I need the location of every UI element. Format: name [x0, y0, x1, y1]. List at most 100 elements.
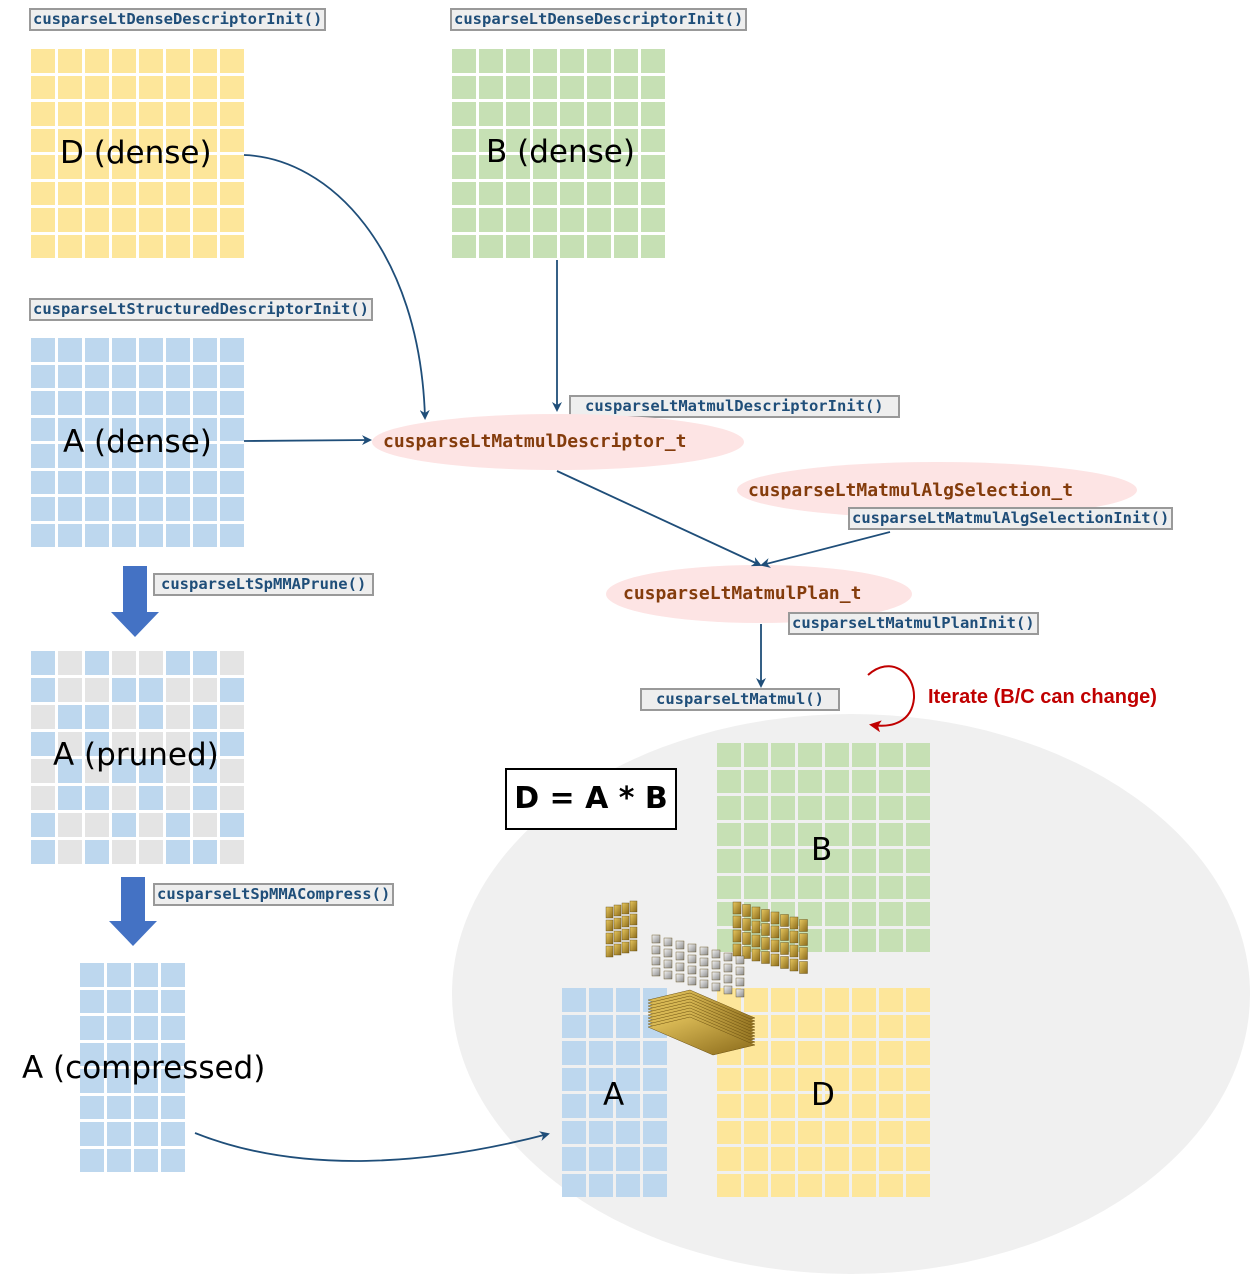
matrix-cell: [560, 128, 584, 152]
b-tile-cell: [742, 918, 751, 931]
matrix-cell: [744, 1041, 768, 1065]
matrix-cell: [220, 234, 244, 258]
b-tile-cell: [742, 946, 751, 959]
matrix-cell: [643, 1120, 667, 1144]
matrix-cell: [798, 875, 822, 899]
matrix-cell: [31, 651, 55, 675]
result-b-label: B: [811, 832, 833, 868]
matrix-cell: [31, 523, 55, 547]
matrix-cell: [139, 523, 163, 547]
matrix-cell: [220, 391, 244, 415]
matrix-cell: [562, 1067, 586, 1091]
matrix-cell: [906, 902, 930, 926]
matrix-cell: [852, 988, 876, 1012]
matrix-cell: [166, 391, 190, 415]
matrix-cell: [80, 1095, 104, 1119]
matrix-cell: [744, 743, 768, 767]
matrix-cell: [479, 128, 503, 152]
matrix-cell: [139, 840, 163, 864]
matrix-cell: [112, 444, 136, 468]
multiplier-cube: [699, 979, 709, 989]
matrix-cell: [193, 759, 217, 783]
matrix-cell: [452, 234, 476, 258]
b-tile-cell: [732, 929, 742, 943]
matrix-cell: [31, 444, 55, 468]
matrix-cell: [614, 49, 638, 73]
matrix-cell: [852, 928, 876, 952]
matrix-cell: [717, 822, 741, 846]
matrix-cell: [31, 705, 55, 729]
matrix-cell: [112, 391, 136, 415]
matrix-cell: [139, 155, 163, 179]
matrix-cell: [479, 208, 503, 232]
b-tile-cell: [789, 916, 799, 930]
alg-selection-init-label: cusparseLtMatmulAlgSelectionInit(): [848, 507, 1174, 530]
a-tile-cell: [613, 917, 622, 930]
matrix-cell: [717, 1094, 741, 1118]
matrix-cell: [166, 444, 190, 468]
matrix-cell: [166, 155, 190, 179]
matrix-cell: [452, 181, 476, 205]
matrix-cell: [139, 705, 163, 729]
matrix-cell: [744, 988, 768, 1012]
plan-type: cusparseLtMatmulPlan_t: [623, 583, 862, 604]
matrix-cell: [139, 364, 163, 388]
matrix-cell: [906, 1173, 930, 1197]
a-pruned-label: A (pruned): [53, 737, 219, 773]
multiplier-cube: [735, 966, 745, 976]
matrix-cell: [58, 128, 82, 152]
matrix-cell: [193, 786, 217, 810]
matrix-cell: [220, 208, 244, 232]
matrix-cell: [220, 732, 244, 756]
matrix-cell: [616, 1120, 640, 1144]
matrix-cell: [452, 155, 476, 179]
multiplier-cube: [711, 960, 721, 970]
matrix-cell: [220, 705, 244, 729]
matrix-cell: [798, 822, 822, 846]
matrix-cell: [134, 1095, 158, 1119]
matrix-cell: [166, 49, 190, 73]
matrix-cell: [906, 769, 930, 793]
a-compressed-label: A (compressed): [22, 1050, 266, 1086]
matrix-cell: [134, 1042, 158, 1066]
tensor-core-icon: [605, 900, 808, 1056]
matrix-cell: [614, 234, 638, 258]
matrix-cell: [31, 338, 55, 362]
multiplier-cube: [711, 949, 721, 959]
a-tile-cell: [629, 900, 638, 913]
b-tile-cell: [789, 958, 799, 972]
b-tile-cell: [761, 923, 770, 936]
matrix-cell: [193, 102, 217, 126]
matrix-cell: [589, 1120, 613, 1144]
matrix-cell: [852, 875, 876, 899]
matrix-cell: [31, 786, 55, 810]
matrix-cell: [643, 1147, 667, 1171]
matrix-cell: [58, 444, 82, 468]
matrix-cell: [744, 796, 768, 820]
matrix-cell: [31, 417, 55, 441]
matrix-cell: [798, 1014, 822, 1038]
matrix-cell: [107, 1016, 131, 1040]
matrix-cell: [717, 1173, 741, 1197]
matrix-cell: [587, 208, 611, 232]
matrix-cell: [85, 786, 109, 810]
matrix-cell: [744, 769, 768, 793]
matrix-cell: [798, 796, 822, 820]
matrix-cell: [852, 1120, 876, 1144]
matrix-cell: [744, 1067, 768, 1091]
prune-block-arrow: [111, 566, 159, 637]
matrix-cell: [641, 128, 665, 152]
matrix-cell: [906, 1120, 930, 1144]
matrix-cell: [85, 813, 109, 837]
matrix-cell: [587, 128, 611, 152]
matrix-cell: [643, 1173, 667, 1197]
arrow-descriptor-to-plan: [556, 470, 762, 567]
matrix-cell: [744, 822, 768, 846]
matrix-cell: [825, 849, 849, 873]
matrix-cell: [58, 102, 82, 126]
matrix-cell: [31, 497, 55, 521]
matrix-cell: [139, 470, 163, 494]
arrow-algsel-to-plan: [760, 531, 891, 568]
matrix-cell: [879, 1067, 903, 1091]
multiplier-cube: [687, 954, 697, 964]
